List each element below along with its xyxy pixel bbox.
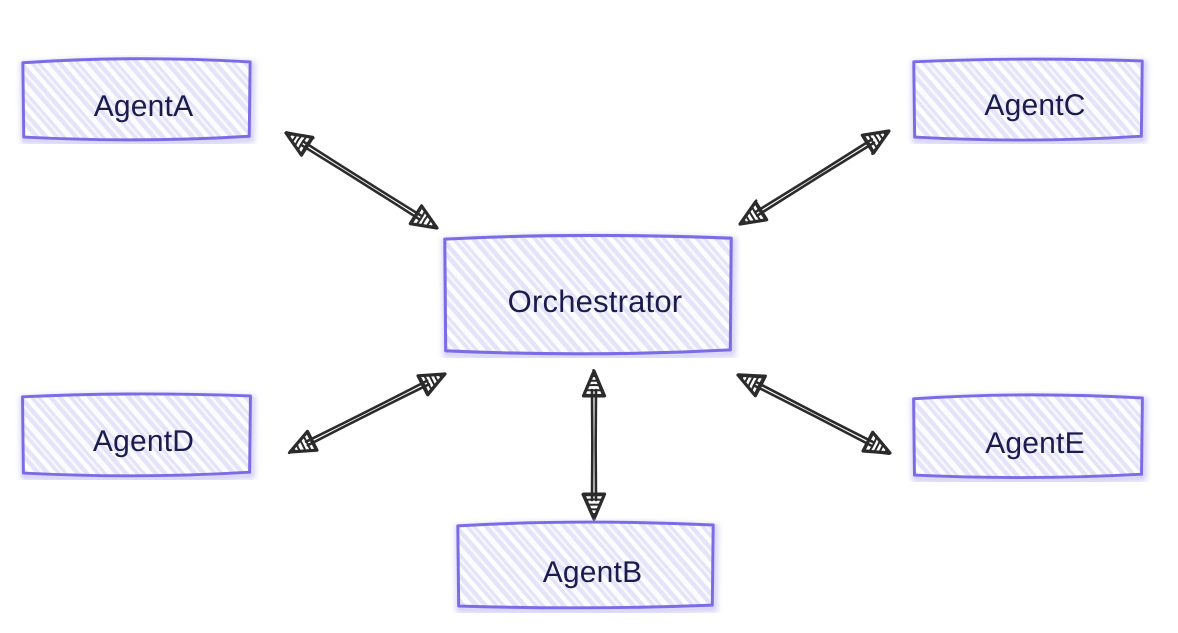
arrowhead-hatch bbox=[747, 375, 755, 389]
node-border bbox=[456, 520, 715, 610]
arrowhead-hatch bbox=[743, 374, 750, 385]
arrowhead-hatch bbox=[423, 374, 433, 391]
edge-orchestrator-agentB[interactable] bbox=[581, 369, 607, 521]
node-hatch-fill bbox=[444, 235, 732, 354]
arrowhead-barb bbox=[737, 373, 768, 378]
node-hatch-fill bbox=[457, 522, 714, 608]
node-agentC[interactable]: AgentC bbox=[902, 57, 1168, 151]
edge-orchestrator-agentC[interactable] bbox=[738, 129, 891, 226]
edge-orchestrator-agentE[interactable] bbox=[736, 373, 892, 456]
arrowhead-hatch bbox=[753, 201, 767, 221]
node-agentA[interactable]: AgentA bbox=[11, 57, 276, 151]
edge-shaft bbox=[753, 138, 874, 214]
node-label-agentB: AgentB bbox=[542, 555, 643, 589]
node-shape-orchestrator bbox=[442, 233, 737, 358]
arrowhead-hatch bbox=[750, 375, 760, 392]
arrowhead-hatch bbox=[753, 375, 765, 396]
edge-shaft bbox=[755, 141, 876, 217]
edge-shaft bbox=[299, 143, 422, 221]
arrowhead-hatch bbox=[305, 431, 317, 452]
node-agentD[interactable]: AgentD bbox=[11, 392, 276, 487]
arrowhead-barb bbox=[426, 372, 447, 397]
edge-shaft bbox=[754, 380, 876, 444]
arrowhead-hatch bbox=[302, 435, 312, 452]
edge-shaft bbox=[752, 384, 874, 448]
node-border bbox=[21, 57, 252, 142]
edge-orchestrator-agentD[interactable] bbox=[287, 372, 447, 455]
node-hatch-fill bbox=[22, 58, 251, 140]
node-border bbox=[443, 233, 733, 356]
node-label-agentD: AgentD bbox=[92, 424, 195, 458]
arrowhead-barb bbox=[592, 369, 605, 397]
arrowhead-barb bbox=[861, 449, 891, 456]
node-hatch-fill bbox=[913, 394, 1143, 478]
node-border bbox=[912, 393, 1144, 480]
node-hatch-fill bbox=[913, 59, 1143, 141]
node-label-agentA: AgentA bbox=[93, 89, 194, 123]
arrowhead-hatch bbox=[428, 374, 436, 387]
node-label-agentE: AgentE bbox=[985, 426, 1085, 460]
node-shape-agentC bbox=[911, 57, 1148, 144]
arrowhead-barb bbox=[287, 430, 309, 455]
node-border bbox=[21, 392, 252, 478]
edge-shaft bbox=[301, 140, 424, 218]
node-shape-agentE bbox=[910, 393, 1148, 482]
node-border bbox=[912, 57, 1144, 142]
node-shape-agentA bbox=[20, 57, 256, 144]
edge-shaft bbox=[306, 383, 431, 447]
node-shape-agentB bbox=[455, 520, 719, 613]
arrowhead-barb bbox=[408, 222, 438, 229]
arrowhead-barb bbox=[581, 493, 596, 521]
node-agentE[interactable]: AgentE bbox=[902, 393, 1168, 489]
node-agentB[interactable]: AgentB bbox=[445, 520, 740, 620]
edge-shaft bbox=[304, 379, 429, 443]
arrowhead-barb bbox=[285, 131, 315, 140]
edge-orchestrator-agentA[interactable] bbox=[284, 131, 439, 230]
arrowhead-barb bbox=[871, 129, 890, 155]
node-label-orchestrator: Orchestrator bbox=[507, 283, 683, 319]
node-hatch-fill bbox=[22, 393, 251, 476]
node-label-agentC: AgentC bbox=[984, 89, 1086, 122]
arrowhead-barb bbox=[739, 199, 758, 225]
node-orchestrator[interactable]: Orchestrator bbox=[435, 233, 755, 365]
node-shape-agentD bbox=[19, 392, 256, 480]
arrowhead-hatch bbox=[410, 205, 424, 225]
arrowhead-hatch bbox=[418, 374, 430, 395]
